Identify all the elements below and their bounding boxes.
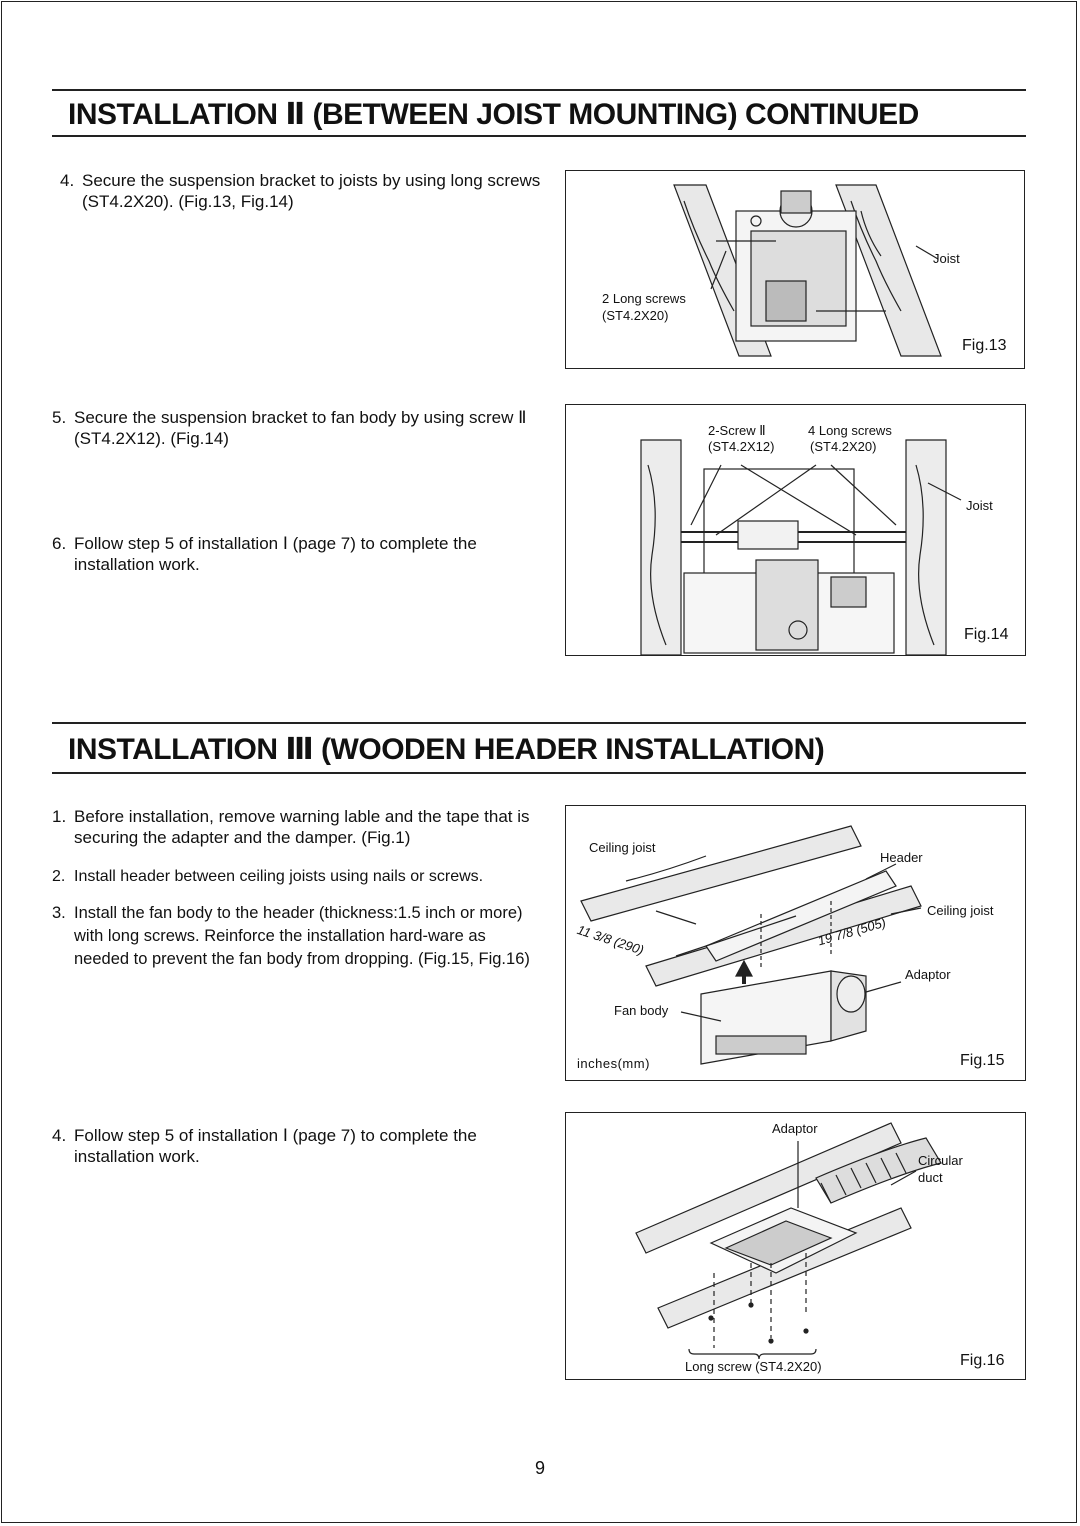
step-4-complete: 4. Follow step 5 of installation Ⅰ (page… bbox=[52, 1125, 542, 1167]
fig14-joist-label: Joist bbox=[966, 498, 993, 513]
fig15-caption: Fig.15 bbox=[960, 1052, 1005, 1069]
heading-rule-top bbox=[52, 722, 1026, 724]
fig16-duct-label: Circular bbox=[918, 1153, 963, 1168]
step-6-complete: 6. Follow step 5 of installation Ⅰ (page… bbox=[52, 533, 542, 575]
fig14-long-screws-spec: (ST4.2X20) bbox=[810, 439, 877, 454]
fig15-units-label: inches(mm) bbox=[577, 1056, 650, 1071]
fig15-adaptor-label: Adaptor bbox=[905, 967, 951, 982]
fig15-header-label: Header bbox=[880, 850, 923, 865]
figure-16: Adaptor Circular duct Long screw (ST4.2X… bbox=[565, 1112, 1026, 1380]
heading-rule-top bbox=[52, 89, 1026, 91]
fig16-adaptor-label: Adaptor bbox=[772, 1121, 818, 1136]
fig16-duct-label-2: duct bbox=[918, 1170, 943, 1185]
step-text: Before installation, remove warning labl… bbox=[74, 807, 530, 847]
step-text: Secure the suspension bracket to fan bod… bbox=[74, 408, 527, 448]
step-number: 2. bbox=[52, 868, 66, 885]
step-text: Install header between ceiling joists us… bbox=[74, 868, 484, 885]
fig14-long-screws-label: 4 Long screws bbox=[808, 423, 892, 438]
step-number: 6. bbox=[52, 534, 67, 553]
step-3-install-fan: 3. Install the fan body to the header (t… bbox=[52, 902, 534, 971]
step-text: Follow step 5 of installation Ⅰ (page 7)… bbox=[74, 1126, 477, 1166]
fig13-screws-spec: (ST4.2X20) bbox=[602, 308, 669, 323]
figure-14: 2-Screw Ⅱ (ST4.2X12) 4 Long screws (ST4.… bbox=[565, 404, 1026, 656]
step-number: 4. bbox=[52, 1126, 67, 1145]
fig15-drawing bbox=[580, 825, 922, 1065]
fig16-long-screw-label: Long screw (ST4.2X20) bbox=[685, 1359, 822, 1374]
fig15-ceiling-joist-left: Ceiling joist bbox=[589, 840, 656, 855]
fig14-screw2-label: 2-Screw Ⅱ bbox=[708, 423, 766, 438]
figure-13: Joist 2 Long screws (ST4.2X20) Fig.13 bbox=[565, 170, 1025, 369]
section1-heading: INSTALLATION Ⅱ (BETWEEN JOIST MOUNTING) … bbox=[68, 98, 919, 131]
figure-15: Ceiling joist Header Ceiling joist 11 3/… bbox=[565, 805, 1026, 1081]
heading-rule-bottom bbox=[52, 772, 1026, 774]
step-4-joists: 4. Secure the suspension bracket to jois… bbox=[60, 170, 550, 212]
step-number: 4. bbox=[60, 171, 75, 190]
step-text: Install the fan body to the header (thic… bbox=[74, 904, 530, 968]
step-text: Secure the suspension bracket to joists … bbox=[82, 171, 541, 211]
fig15-ceiling-joist-right: Ceiling joist bbox=[927, 903, 994, 918]
step-number: 1. bbox=[52, 807, 67, 826]
step-number: 5. bbox=[52, 408, 67, 427]
step-2-install-header: 2. Install header between ceiling joists… bbox=[52, 866, 542, 887]
fig13-drawing bbox=[673, 184, 942, 357]
fig13-caption: Fig.13 bbox=[962, 337, 1007, 354]
fig15-fan-body-label: Fan body bbox=[614, 1003, 669, 1018]
step-5-fan-body: 5. Secure the suspension bracket to fan … bbox=[52, 407, 542, 449]
fig13-screws-label: 2 Long screws bbox=[602, 291, 686, 306]
fig14-screw2-spec: (ST4.2X12) bbox=[708, 439, 775, 454]
page-number: 9 bbox=[534, 1458, 545, 1478]
step-text: Follow step 5 of installation Ⅰ (page 7)… bbox=[74, 534, 477, 574]
section2-heading: INSTALLATION Ⅲ (WOODEN HEADER INSTALLATI… bbox=[68, 733, 825, 766]
fig16-drawing bbox=[635, 1122, 942, 1360]
fig14-caption: Fig.14 bbox=[964, 626, 1009, 643]
fig13-joist-label: Joist bbox=[933, 251, 960, 266]
fig14-drawing bbox=[640, 439, 962, 656]
step-1-remove-tape: 1. Before installation, remove warning l… bbox=[52, 806, 542, 848]
heading-rule-bottom bbox=[52, 135, 1026, 137]
step-number: 3. bbox=[52, 904, 66, 922]
fig16-caption: Fig.16 bbox=[960, 1352, 1005, 1369]
